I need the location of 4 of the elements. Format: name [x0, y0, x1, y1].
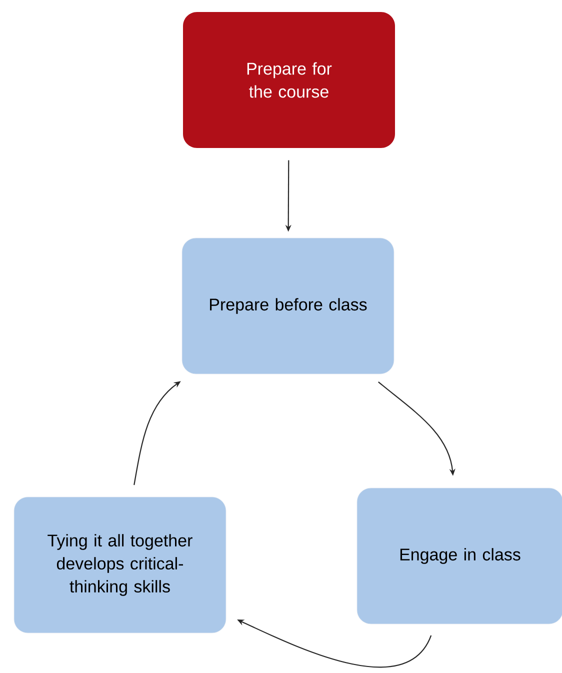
start-box: Prepare for the course: [183, 12, 395, 148]
process-box: Prepare before class: [182, 238, 394, 374]
process-box: Engage in class: [356, 488, 562, 624]
process-box: Tying it all together develops critical-thinking skills: [14, 496, 226, 634]
